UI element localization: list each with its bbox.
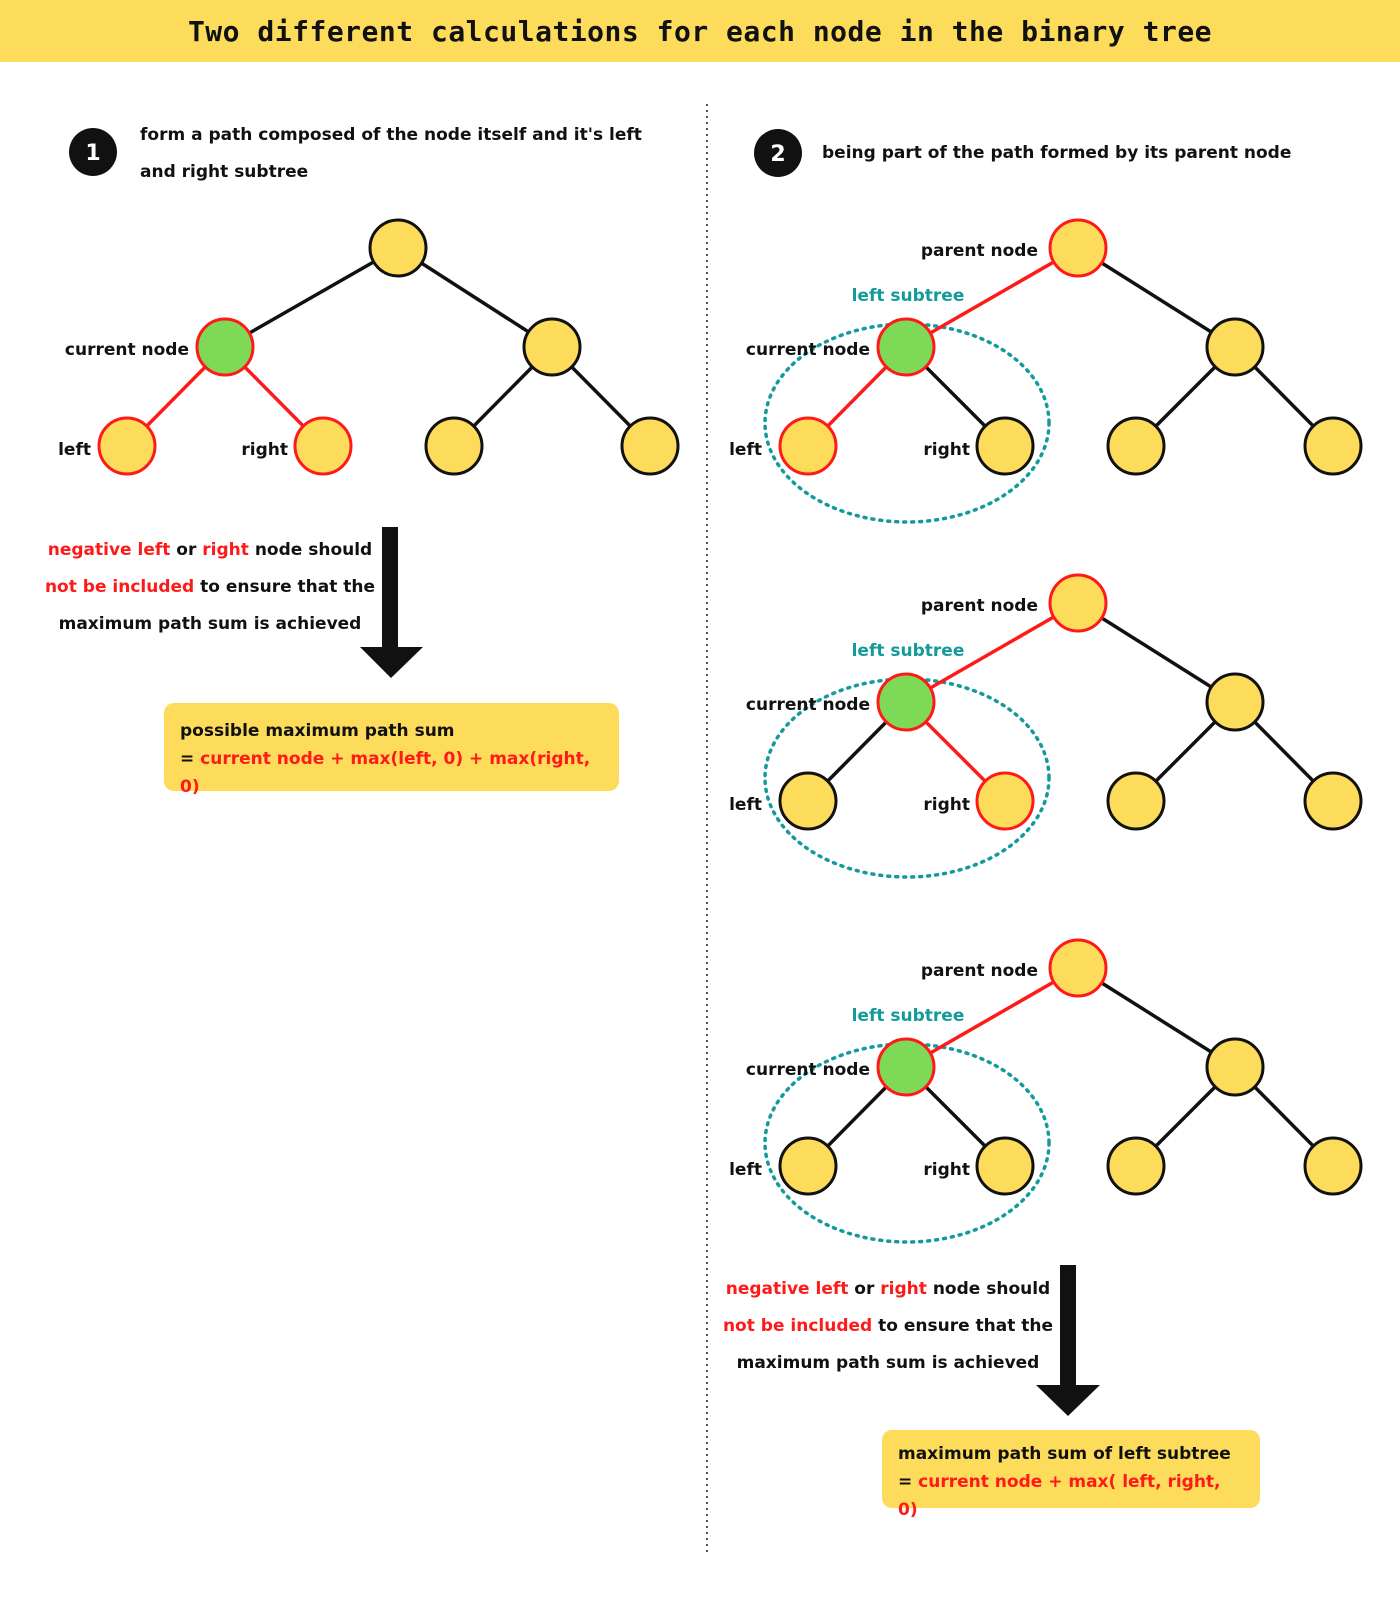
note-text: maximum path sum is achieved <box>736 1353 1040 1373</box>
left-subtree-label: left subtree <box>852 286 965 306</box>
note-text: node should <box>248 540 373 560</box>
current-node <box>876 317 936 377</box>
root-node <box>368 218 428 278</box>
right-node <box>975 771 1035 831</box>
left-node <box>778 771 838 831</box>
right-node <box>293 416 353 476</box>
formula-title: maximum path sum of left subtree <box>898 1444 1231 1464</box>
note-red-text: negative left <box>47 540 171 560</box>
current-node <box>876 672 936 732</box>
left-subtree-outline <box>763 1042 1051 1244</box>
tree-case2-c <box>763 938 1363 1244</box>
right-node <box>975 416 1035 476</box>
right-label: right <box>923 1160 970 1180</box>
right-label: right <box>923 795 970 815</box>
step-1-badge <box>69 128 117 176</box>
note-red-text: right <box>202 540 249 560</box>
step-1-description: form a path composed of the node itself … <box>140 125 642 182</box>
current-node-label: current node <box>746 695 870 715</box>
path-edge <box>905 601 1079 704</box>
formula-box-case1: possible maximum path sum = current node… <box>164 703 619 797</box>
note-case2: negative left or right node should not b… <box>718 1271 1058 1382</box>
left-subtree-outline <box>763 322 1051 524</box>
left-node <box>778 416 838 476</box>
left-subtree-label: left subtree <box>852 1006 965 1026</box>
step-2-description: being part of the path formed by its par… <box>822 143 1292 163</box>
parent-node <box>1048 573 1108 633</box>
right-label: right <box>923 440 970 460</box>
formula-expression: current node + max(left, 0) + max(right,… <box>180 749 591 797</box>
tree-node <box>1303 416 1363 476</box>
note-case1: negative left or right node should not b… <box>40 532 380 643</box>
tree-node <box>1106 771 1166 831</box>
left-label: left <box>729 795 762 815</box>
formula-box-case2: maximum path sum of left subtree = curre… <box>882 1430 1260 1520</box>
tree-node <box>1303 1136 1363 1196</box>
down-arrow <box>360 527 423 678</box>
formula-eq: = <box>898 1472 919 1492</box>
tree-case2-a <box>763 218 1363 524</box>
formula-eq: = <box>180 749 201 769</box>
right-label: right <box>241 440 288 460</box>
step-2-badge <box>754 129 802 177</box>
tree-node <box>1106 1136 1166 1196</box>
left-label: left <box>58 440 91 460</box>
current-node <box>195 317 255 377</box>
parent-node-label: parent node <box>921 596 1038 616</box>
note-text: or <box>170 540 203 560</box>
note-text: to ensure that the <box>872 1316 1054 1336</box>
edge <box>1077 966 1236 1069</box>
note-red-text: right <box>880 1279 927 1299</box>
down-arrow <box>1036 1265 1100 1416</box>
tree-node <box>522 317 582 377</box>
note-red-text: not be included <box>722 1316 873 1336</box>
tree-node <box>1106 416 1166 476</box>
note-text: to ensure that the <box>194 577 376 597</box>
current-node <box>876 1037 936 1097</box>
left-label: left <box>729 1160 762 1180</box>
tree-node <box>1205 317 1265 377</box>
tree-case2-b <box>763 573 1363 879</box>
note-red-text: not be included <box>44 577 195 597</box>
left-node <box>97 416 157 476</box>
edge <box>1077 246 1236 349</box>
right-node <box>975 1136 1035 1196</box>
parent-node <box>1048 938 1108 998</box>
tree-node <box>1205 1037 1265 1097</box>
current-node-label: current node <box>746 1060 870 1080</box>
left-node <box>778 1136 838 1196</box>
left-label: left <box>729 440 762 460</box>
edge <box>224 246 399 349</box>
parent-node-label: parent node <box>921 241 1038 261</box>
note-text: node should <box>926 1279 1051 1299</box>
path-edge <box>905 246 1079 349</box>
edge <box>397 246 553 349</box>
tree-node <box>1205 672 1265 732</box>
current-node-label: current node <box>746 340 870 360</box>
current-node-label: current node <box>65 340 189 360</box>
title-banner: Two different calculations for each node… <box>0 0 1400 62</box>
page-title: Two different calculations for each node… <box>187 14 1213 48</box>
formula-title: possible maximum path sum <box>180 721 455 741</box>
step-1-number: 1 <box>85 141 100 166</box>
left-subtree-label: left subtree <box>852 641 965 661</box>
note-red-text: negative left <box>725 1279 849 1299</box>
path-edge <box>905 966 1079 1069</box>
edge <box>1077 601 1236 704</box>
parent-node <box>1048 218 1108 278</box>
parent-node-label: parent node <box>921 961 1038 981</box>
tree-node <box>620 416 680 476</box>
tree-node <box>1303 771 1363 831</box>
left-subtree-outline <box>763 677 1051 879</box>
tree-node <box>424 416 484 476</box>
tree-case1 <box>97 218 680 476</box>
formula-expression: current node + max( left, right, 0) <box>898 1472 1221 1520</box>
note-text: or <box>848 1279 881 1299</box>
note-text: maximum path sum is achieved <box>58 614 362 634</box>
step-2-number: 2 <box>770 142 785 167</box>
